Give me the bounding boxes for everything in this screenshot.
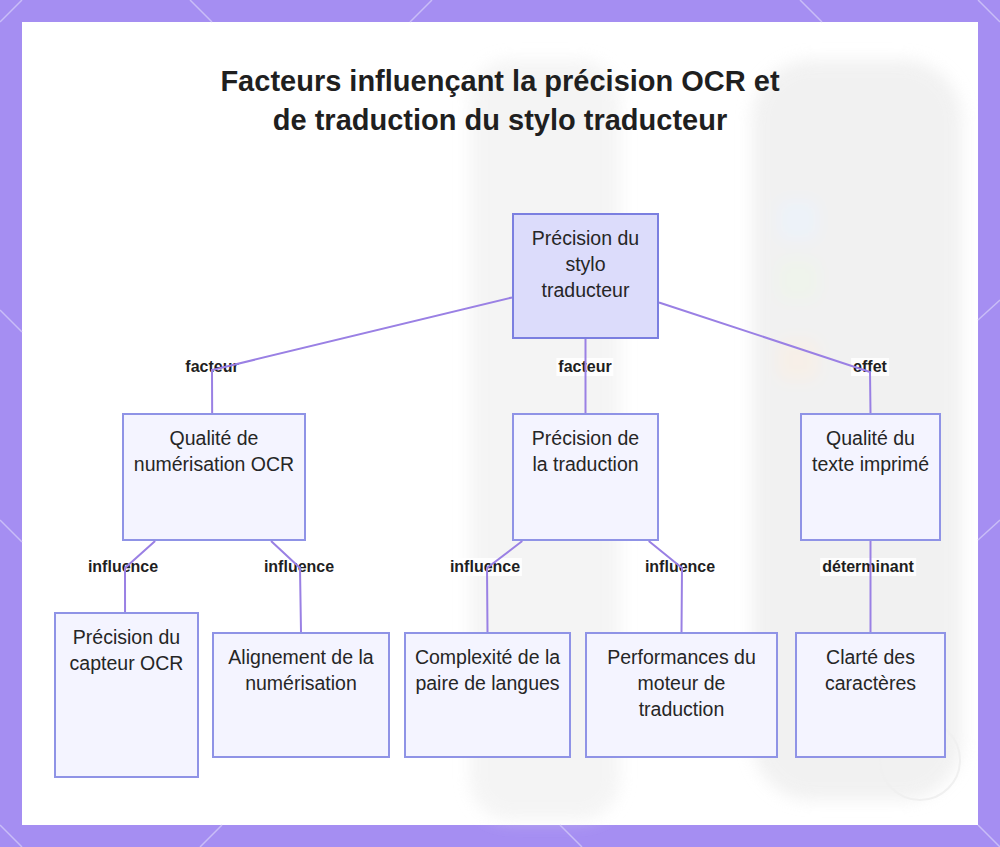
- root-box: Précision du stylo traducteur: [512, 213, 659, 339]
- node-text: Qualité de numérisation OCR: [132, 425, 296, 477]
- detail-box: Complexité de la paire de langues: [404, 632, 571, 758]
- connector-line: [585, 339, 587, 413]
- effect-box: Qualité du texte imprimé: [800, 413, 941, 541]
- node-text: Alignement de la numérisation: [222, 644, 380, 696]
- detail-box: Performances du moteur de traduction: [585, 632, 778, 758]
- edge-label: influence: [643, 558, 717, 576]
- factor-box: Précision de la traduction: [512, 413, 659, 541]
- connector-line: [870, 541, 872, 632]
- detail-box: Clarté des caractères: [795, 632, 946, 758]
- connector-line: [212, 297, 512, 413]
- connector-line: [487, 541, 522, 632]
- edge-label: effet: [851, 358, 889, 376]
- edge-label: influence: [262, 558, 336, 576]
- node-text: Précision du capteur OCR: [64, 624, 189, 676]
- edge-label: facteur: [556, 358, 613, 376]
- connector-line: [271, 541, 301, 632]
- connector-line: [659, 302, 871, 413]
- detail-box: Alignement de la numérisation: [212, 632, 390, 758]
- node-text: Performances du moteur de traduction: [595, 644, 768, 722]
- edge-label: influence: [86, 558, 160, 576]
- edge-label: déterminant: [820, 558, 916, 576]
- edge-label: facteur: [183, 358, 240, 376]
- factor-box: Qualité de numérisation OCR: [122, 413, 306, 541]
- node-text: Qualité du texte imprimé: [810, 425, 931, 477]
- edge-label: influence: [448, 558, 522, 576]
- connector-line: [649, 541, 682, 632]
- node-text: Clarté des caractères: [805, 644, 936, 696]
- diagram-title: Facteurs influençant la précision OCR et…: [200, 62, 800, 140]
- node-text: Complexité de la paire de langues: [414, 644, 561, 696]
- node-text: Précision du stylo traducteur: [522, 225, 649, 303]
- connector-line: [125, 541, 155, 612]
- detail-box: Précision du capteur OCR: [54, 612, 199, 778]
- node-text: Précision de la traduction: [522, 425, 649, 477]
